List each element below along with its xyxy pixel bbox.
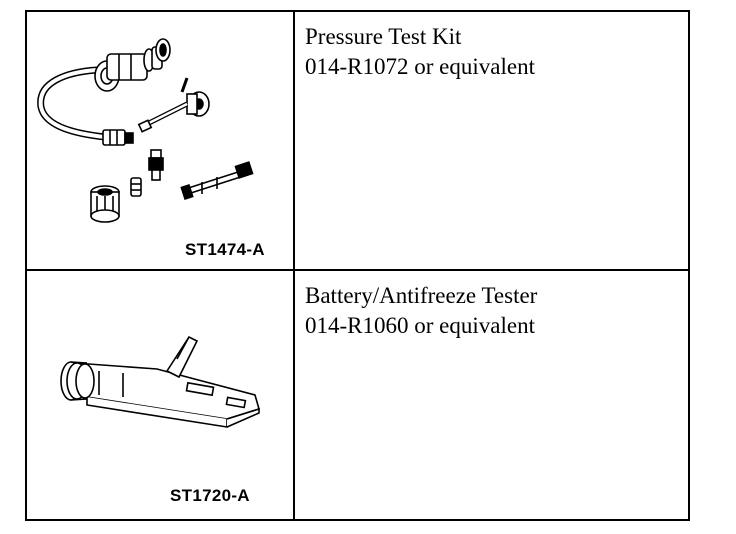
figure-id: ST1474-A <box>185 240 265 259</box>
tool-description: Battery/Antifreeze Tester 014-R1060 or e… <box>305 281 537 341</box>
pressure-test-kit-icon <box>37 38 254 223</box>
tool-row-battery-antifreeze-tester: ST1720-A Battery/Antifreeze Tester 014-R… <box>27 269 688 521</box>
tool-row-pressure-test-kit: ST1474-A Pressure Test Kit 014-R1072 or … <box>27 12 688 269</box>
column-divider <box>293 271 295 521</box>
tool-description: Pressure Test Kit 014-R1072 or equivalen… <box>305 22 535 82</box>
tool-part-number: 014-R1072 or equivalent <box>305 54 535 79</box>
tool-part-number: 014-R1060 or equivalent <box>305 313 535 338</box>
figure-id: ST1720-A <box>170 486 250 505</box>
tool-illustration-cell <box>27 12 293 269</box>
special-tools-table: ST1474-A Pressure Test Kit 014-R1072 or … <box>25 10 690 521</box>
tool-name: Battery/Antifreeze Tester <box>305 283 538 308</box>
tool-illustration-cell <box>27 271 293 521</box>
battery-antifreeze-tester-icon <box>60 335 260 428</box>
tool-name: Pressure Test Kit <box>305 24 462 49</box>
column-divider <box>293 12 295 269</box>
